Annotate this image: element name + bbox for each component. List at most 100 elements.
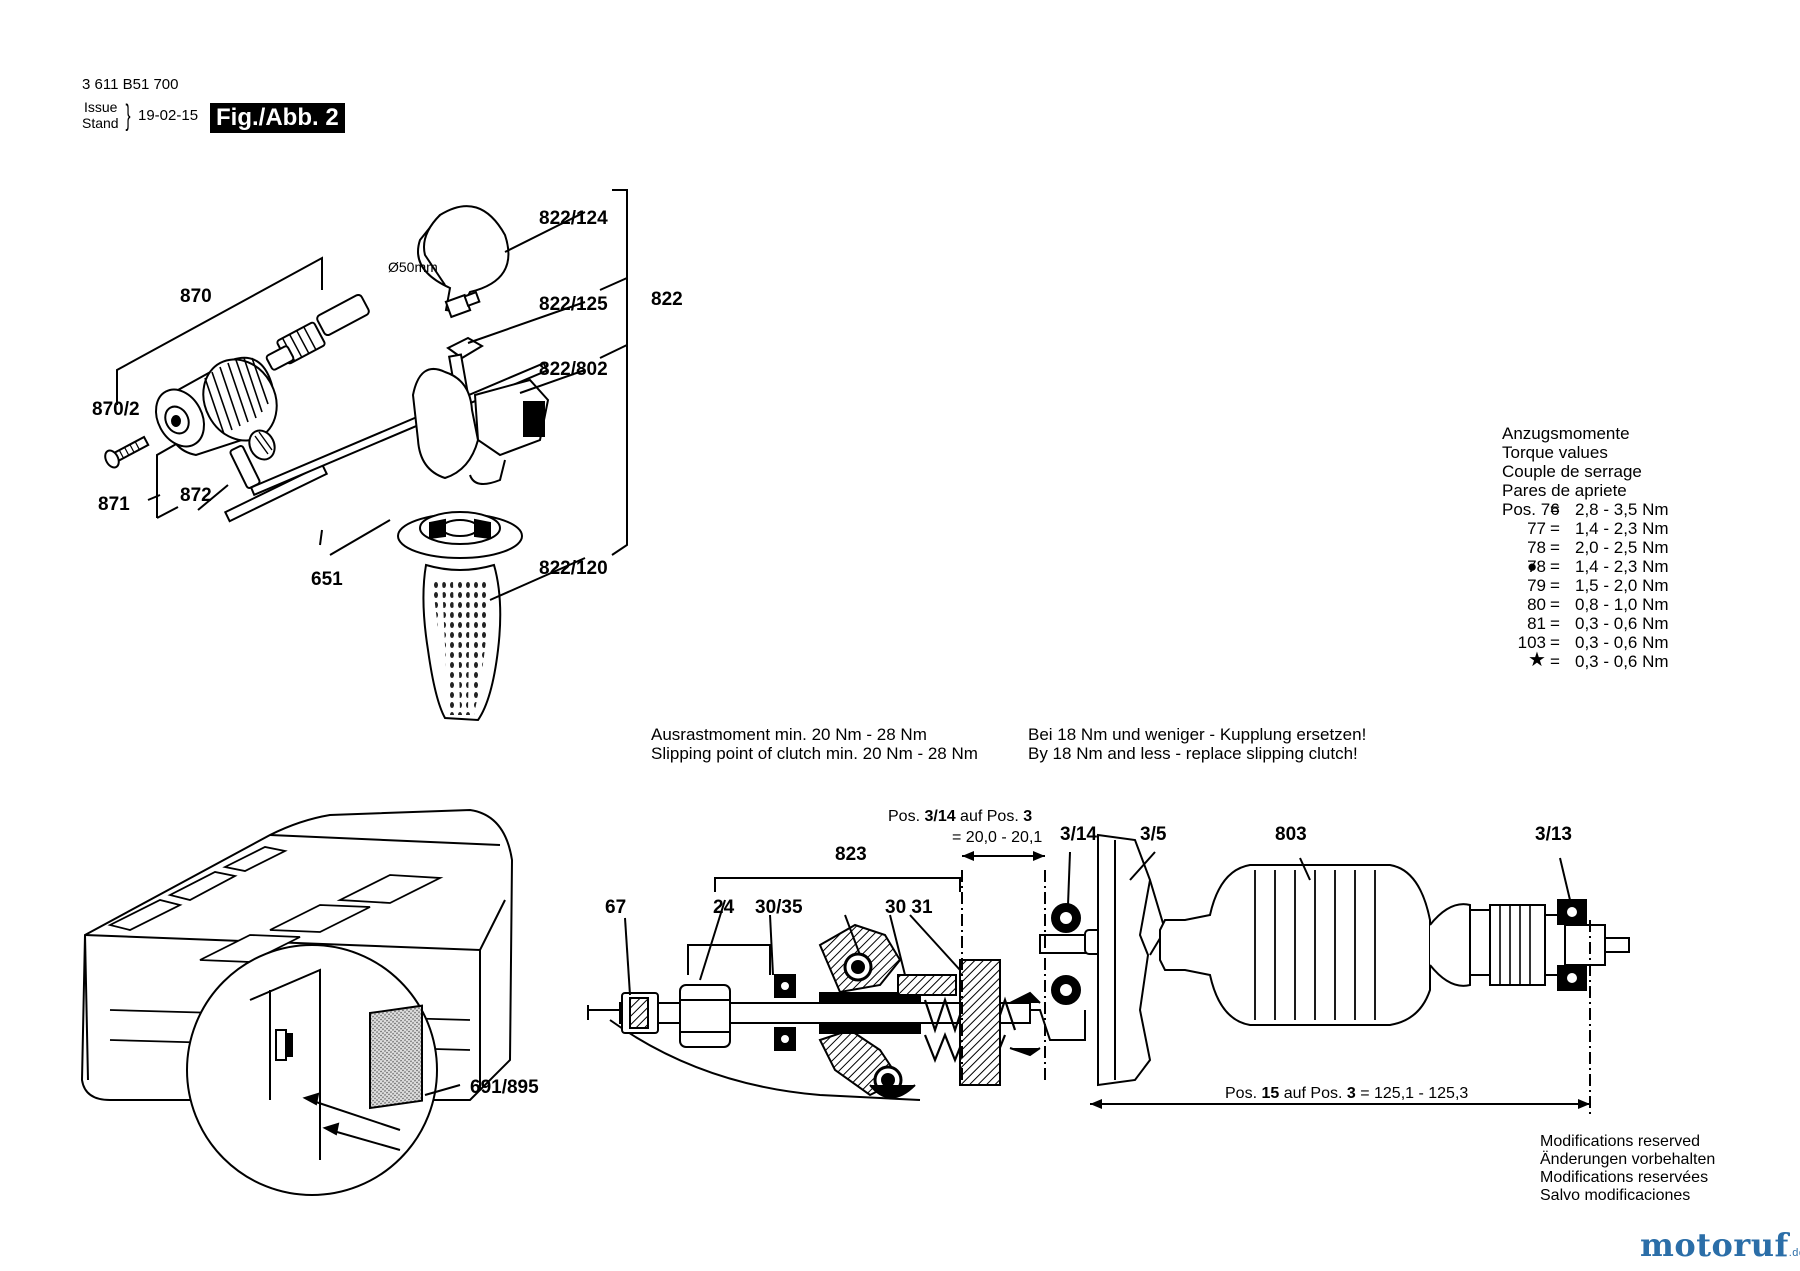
stand-label: Stand — [82, 115, 119, 131]
mod-line: Modifications reservées — [1540, 1169, 1709, 1186]
handle-disc — [397, 511, 523, 559]
clamp-band — [417, 205, 510, 319]
motor-section — [587, 833, 1630, 1101]
torque-eq: = — [1550, 595, 1560, 614]
label-823: 823 — [835, 844, 867, 865]
clutch-note-en: Slipping point of clutch min. 20 Nm - 28… — [651, 744, 978, 763]
chuck-screw — [104, 435, 150, 469]
torque-value: 1,4 - 2,3 Nm — [1575, 519, 1669, 538]
modifications-note: Modifications reserved Änderungen vorbeh… — [1540, 1133, 1715, 1205]
dim-pos-15: Pos. 15 auf Pos. 3 = 125,1 - 125,3 — [1225, 1085, 1468, 1102]
torque-pos: 80 — [1527, 595, 1546, 614]
brand-logo[interactable]: motoruf.de — [1640, 1226, 1800, 1264]
torque-pos: 103 — [1517, 633, 1546, 652]
chuck-assembly — [104, 256, 549, 523]
armature — [1159, 864, 1630, 1026]
label-822-124: 822/124 — [539, 208, 608, 229]
torque-row: 81=0,3 - 0,6 Nm — [1502, 614, 1668, 633]
handle-grip — [422, 563, 502, 722]
clutch-replace-de: Bei 18 Nm und weniger - Kupplung ersetze… — [1028, 725, 1367, 744]
issue-label: Issue — [84, 99, 118, 115]
brand-tld: .de — [1788, 1247, 1800, 1259]
torque-heading-en: Torque values — [1502, 443, 1608, 462]
torque-row: 77= 1,4 - 2,3 Nm — [1502, 519, 1668, 538]
handle-leaders — [319, 211, 586, 601]
clutch-note-de: Ausrastmoment min. 20 Nm - 28 Nm — [651, 725, 927, 744]
star-icon: ★ — [1528, 649, 1546, 671]
torque-value: 1,4 - 2,3 Nm — [1575, 557, 1669, 576]
sds-adapter — [265, 293, 370, 371]
torque-eq: = — [1550, 576, 1560, 595]
torque-pos: 78 — [1527, 557, 1546, 576]
label-691-895: 691/895 — [470, 1077, 539, 1098]
handle-head — [411, 367, 550, 485]
dim-pos-3-14: Pos. 3/14 auf Pos. 3 — [888, 808, 1032, 825]
label-822-125: 822/125 — [539, 294, 608, 315]
label-870: 870 — [180, 286, 212, 307]
torque-row: ●78= 1,4 - 2,3 Nm — [1502, 557, 1669, 576]
mod-line: Salvo modificaciones — [1540, 1187, 1691, 1204]
torque-eq: = — [1550, 519, 1560, 538]
torque-eq: = — [1550, 500, 1560, 519]
torque-pos: Pos. 76 — [1502, 500, 1560, 519]
bullet-icon: ● — [1527, 557, 1538, 576]
auxiliary-handle — [397, 189, 628, 722]
torque-heading-de: Anzugsmomente — [1502, 424, 1630, 443]
torque-value: 1,5 - 2,0 Nm — [1575, 576, 1669, 595]
torque-value: 0,8 - 1,0 Nm — [1575, 595, 1669, 614]
drill-chuck — [155, 356, 278, 457]
label-67: 67 — [605, 897, 626, 918]
diameter-label: Ø50mm — [388, 259, 438, 275]
torque-eq: = — [1550, 633, 1560, 652]
torque-row: ★= 0,3 - 0,6 Nm — [1502, 649, 1669, 671]
torque-value: 2,8 - 3,5 Nm — [1575, 500, 1669, 519]
label-822-120: 822/120 — [539, 558, 608, 579]
accessory-leaders — [147, 484, 391, 556]
label-24: 24 — [713, 897, 735, 918]
label-870-2: 870/2 — [92, 399, 140, 420]
clutch-replace-en: By 18 Nm and less - replace slipping clu… — [1028, 744, 1358, 763]
label-3-13: 3/13 — [1535, 824, 1572, 845]
label-30-31: 30 31 — [885, 897, 933, 918]
torque-row: 79= 1,5 - 2,0 Nm — [1502, 576, 1668, 595]
label-3-14: 3/14 — [1060, 824, 1097, 845]
issue-date: 19-02-15 — [138, 107, 199, 124]
mod-line: Änderungen vorbehalten — [1540, 1151, 1716, 1168]
torque-row: Pos. 76= 2,8 - 3,5 Nm — [1502, 500, 1669, 519]
label-3-5: 3/5 — [1140, 824, 1167, 845]
part-number: 3 611 B51 700 — [82, 76, 179, 93]
torque-value: 2,0 - 2,5 Nm — [1575, 538, 1669, 557]
label-803: 803 — [1275, 824, 1307, 845]
label-30-35: 30/35 — [755, 897, 803, 918]
torque-pos: 81 — [1527, 614, 1546, 633]
label-822-802: 822/802 — [539, 359, 608, 380]
depth-rod — [249, 361, 549, 497]
torque-pos: 78 — [1527, 538, 1546, 557]
magnifier-inset — [186, 944, 461, 1196]
fan-wheel — [1097, 833, 1167, 1087]
label-871: 871 — [98, 494, 130, 515]
torque-value: 0,3 - 0,6 Nm — [1575, 652, 1669, 671]
torque-heading-es: Pares de apriete — [1502, 481, 1627, 500]
torque-eq: = — [1550, 557, 1560, 576]
mod-line: Modifications reserved — [1540, 1133, 1701, 1150]
torque-eq: = — [1550, 538, 1560, 557]
callout-labels: 822/124 822/125 822 822/802 822/120 870 … — [92, 208, 1572, 1098]
torque-pos: 77 — [1527, 519, 1546, 538]
brand-name: motoruf — [1640, 1226, 1789, 1264]
torque-row: 103= 0,3 - 0,6 Nm — [1502, 633, 1669, 652]
torque-row: 80= 0,8 - 1,0 Nm — [1502, 595, 1668, 614]
torque-heading-fr: Couple de serrage — [1502, 462, 1642, 481]
torque-value: 0,3 - 0,6 Nm — [1575, 633, 1669, 652]
torque-table: Anzugsmomente Torque values Couple de se… — [1502, 424, 1669, 671]
torque-eq: = — [1550, 614, 1560, 633]
figure-label: Fig./Abb. 2 — [210, 103, 345, 133]
label-651: 651 — [311, 569, 343, 590]
dim-20: = 20,0 - 20,1 — [952, 829, 1042, 846]
dimension-arrows — [962, 851, 1590, 1109]
label-872: 872 — [180, 485, 212, 506]
brace: } — [125, 99, 131, 132]
torque-eq: = — [1550, 652, 1560, 671]
torque-pos: 79 — [1527, 576, 1546, 595]
